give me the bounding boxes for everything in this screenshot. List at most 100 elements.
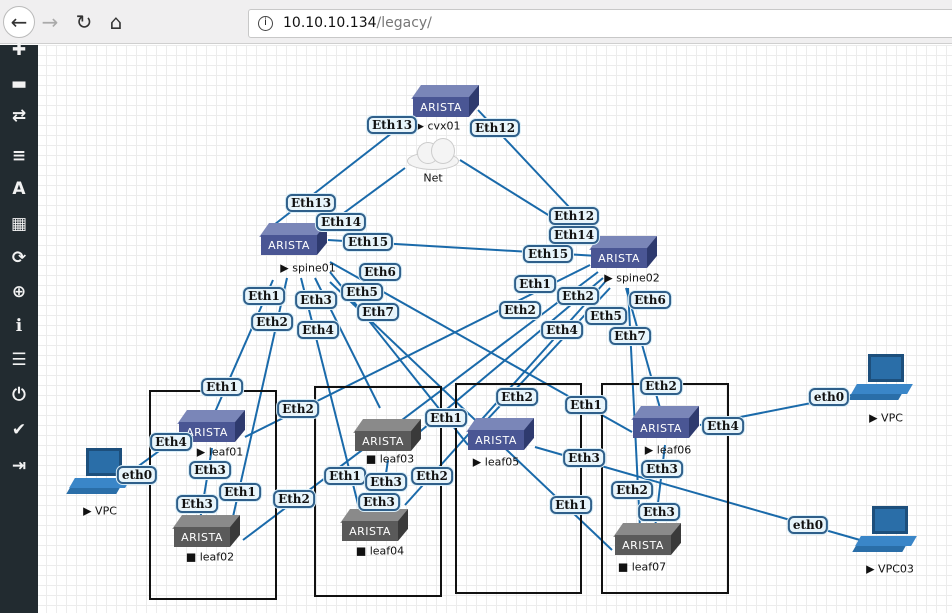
leaf04-switch-icon[interactable]: ARISTA [340, 509, 408, 543]
info-icon[interactable]: ℹ [15, 316, 23, 336]
forward-button[interactable]: → [41, 10, 59, 34]
address-bar[interactable]: i 10.10.10.134/legacy/ [248, 9, 952, 38]
port-label[interactable]: Eth3 [189, 461, 231, 479]
group-box[interactable] [455, 383, 582, 594]
cvx01-switch-icon[interactable]: ARISTA [411, 85, 479, 119]
node-label-leaf04[interactable]: ■ leaf04 [355, 544, 405, 558]
zoom-in-icon[interactable]: ⊕ [11, 282, 27, 302]
port-label[interactable]: Eth2 [499, 301, 541, 319]
vpc-left-pc-icon[interactable] [66, 448, 132, 496]
port-label[interactable]: Eth2 [496, 388, 538, 406]
spine02-switch-icon[interactable]: ARISTA [589, 236, 657, 270]
port-label[interactable]: Eth1 [219, 483, 261, 501]
port-label[interactable]: Eth14 [548, 226, 600, 244]
port-label[interactable]: Eth2 [411, 467, 453, 485]
node-label-spine02[interactable]: ▶ spine02 [604, 271, 660, 285]
port-label[interactable]: Eth13 [285, 194, 337, 212]
arista-logo: ARISTA [179, 422, 235, 442]
port-label[interactable]: Eth4 [150, 433, 192, 451]
back-button[interactable]: ← [3, 6, 35, 38]
text-icon[interactable]: A [12, 179, 26, 199]
vpc-right-pc-icon[interactable] [848, 354, 914, 402]
leaf02-switch-icon[interactable]: ARISTA [172, 515, 240, 549]
port-label[interactable]: Eth2 [277, 400, 319, 418]
leaf06-switch-icon[interactable]: ARISTA [631, 406, 699, 440]
port-label[interactable]: Eth3 [358, 493, 400, 511]
port-label[interactable]: Eth1 [201, 378, 243, 396]
port-label[interactable]: Eth1 [514, 275, 556, 293]
node-label-leaf02[interactable]: ■ leaf02 [185, 550, 235, 564]
node-label-spine01[interactable]: ▶ spine01 [280, 261, 336, 275]
home-button[interactable]: ⌂ [109, 10, 123, 34]
check-circle-icon[interactable]: ✔ [11, 420, 27, 440]
port-label[interactable]: Eth3 [176, 495, 218, 513]
port-label[interactable]: Eth5 [585, 307, 627, 325]
port-label[interactable]: Eth3 [641, 460, 683, 478]
port-label[interactable]: eth0 [808, 388, 850, 406]
node-label-cvx01[interactable]: ▶ cvx01 [415, 119, 461, 133]
leaf03-switch-icon[interactable]: ARISTA [353, 419, 421, 453]
port-label[interactable]: Eth1 [550, 496, 592, 514]
transfer-icon[interactable]: ⇄ [11, 106, 27, 126]
vpc03-pc-icon[interactable] [852, 506, 918, 554]
node-label-vpc03[interactable]: ▶ VPC03 [866, 562, 914, 576]
grid-icon[interactable]: ▦ [10, 214, 28, 234]
port-label[interactable]: Eth4 [702, 417, 744, 435]
port-label[interactable]: Eth3 [295, 291, 337, 309]
port-label[interactable]: Eth1 [243, 287, 285, 305]
port-label[interactable]: Eth1 [324, 467, 366, 485]
port-label[interactable]: Eth3 [365, 473, 407, 491]
node-label-vpc_right[interactable]: ▶ VPC [869, 411, 903, 425]
refresh-icon[interactable]: ⟳ [11, 248, 27, 268]
port-label[interactable]: Eth1 [565, 396, 607, 414]
group-box[interactable] [314, 386, 442, 597]
port-label[interactable]: Eth13 [366, 116, 418, 134]
list-icon[interactable]: ☰ [11, 350, 27, 370]
port-label[interactable]: Eth2 [251, 313, 293, 331]
site-info-icon[interactable]: i [258, 16, 273, 31]
port-label[interactable]: eth0 [787, 516, 829, 534]
url-path: /legacy/ [376, 15, 432, 31]
drive-icon[interactable]: ▬ [10, 74, 28, 94]
port-label[interactable]: Eth6 [629, 291, 671, 309]
port-label[interactable]: Eth4 [541, 321, 583, 339]
leaf07-switch-icon[interactable]: ARISTA [613, 523, 681, 557]
port-label[interactable]: Eth2 [611, 481, 653, 499]
arista-logo: ARISTA [342, 521, 398, 541]
reload-button[interactable]: ↻ [75, 10, 93, 34]
port-label[interactable]: Eth4 [297, 321, 339, 339]
cloud-icon[interactable] [403, 138, 463, 172]
node-label-leaf07[interactable]: ■ leaf07 [617, 560, 667, 574]
port-label[interactable]: Eth6 [359, 263, 401, 281]
power-icon[interactable]: ⏻ [12, 385, 26, 405]
plus-icon[interactable]: ✚ [11, 40, 27, 60]
sign-out-icon[interactable]: ⇥ [11, 456, 27, 476]
align-left-icon[interactable]: ≡ [11, 146, 27, 166]
node-label-leaf01[interactable]: ▶ leaf01 [196, 445, 244, 459]
port-label[interactable]: Eth12 [469, 119, 521, 137]
port-label[interactable]: Eth15 [522, 245, 574, 263]
leaf05-switch-icon[interactable]: ARISTA [466, 418, 534, 452]
port-label[interactable]: Eth7 [609, 327, 651, 345]
port-label[interactable]: eth0 [116, 466, 158, 484]
port-label[interactable]: Eth2 [640, 377, 682, 395]
leaf01-switch-icon[interactable]: ARISTA [177, 410, 245, 444]
port-label[interactable]: Eth1 [425, 409, 467, 427]
port-label[interactable]: Eth3 [563, 449, 605, 467]
arista-logo: ARISTA [413, 97, 469, 117]
node-label-leaf05[interactable]: ▶ leaf05 [472, 455, 520, 469]
node-label-leaf03[interactable]: ■ leaf03 [365, 452, 415, 466]
port-label[interactable]: Eth2 [273, 490, 315, 508]
port-label[interactable]: Eth3 [638, 503, 680, 521]
port-label[interactable]: Eth12 [548, 207, 600, 225]
node-label-leaf06[interactable]: ▶ leaf06 [644, 443, 692, 457]
node-label-net[interactable]: Net [423, 171, 443, 185]
port-label[interactable]: Eth2 [557, 287, 599, 305]
port-label[interactable]: Eth5 [341, 283, 383, 301]
port-label[interactable]: Eth14 [315, 213, 367, 231]
node-label-vpc_left[interactable]: ▶ VPC [83, 504, 117, 518]
port-label[interactable]: Eth15 [342, 233, 394, 251]
port-label[interactable]: Eth7 [357, 303, 399, 321]
spine01-switch-icon[interactable]: ARISTA [259, 223, 327, 257]
